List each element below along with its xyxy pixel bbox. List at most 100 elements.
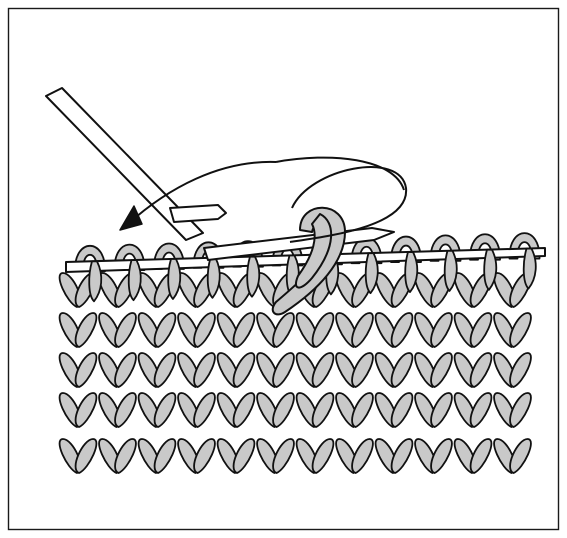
knit-stitch (376, 353, 413, 387)
knit-stitch (297, 313, 334, 347)
knit-stitch (336, 393, 373, 427)
arrow-arc-top (276, 158, 404, 190)
knit-stitch (415, 439, 452, 473)
knit-stitch (139, 439, 176, 473)
loop-front-leg (366, 253, 378, 293)
stitch-leg (471, 439, 492, 473)
stitch-leg (471, 313, 492, 347)
knit-stitch (139, 353, 176, 387)
stitch-leg (313, 313, 334, 347)
arrow-head (120, 206, 142, 230)
stitch-leg (471, 353, 492, 387)
knit-stitch (139, 393, 176, 427)
loop-front-leg (208, 258, 220, 298)
stitch-leg (194, 393, 215, 427)
stitch-leg (510, 313, 531, 347)
loop-front-leg (445, 251, 457, 291)
stitch-leg (352, 393, 373, 427)
knit-stitch (257, 439, 294, 473)
stitch-leg (510, 353, 531, 387)
stitch-leg (234, 439, 255, 473)
stitch-leg (194, 353, 215, 387)
stitch-leg (273, 393, 294, 427)
knit-stitch (99, 353, 136, 387)
stitch-leg (273, 439, 294, 473)
knit-stitch (336, 353, 373, 387)
knit-stitch (415, 313, 452, 347)
stitch-leg (313, 393, 334, 427)
stitch-leg (194, 313, 215, 347)
knit-stitch (60, 313, 97, 347)
stitch-leg (273, 313, 294, 347)
stitch-leg (76, 439, 97, 473)
stitch-leg (234, 393, 255, 427)
stitch-leg (352, 439, 373, 473)
stitch-leg (352, 313, 373, 347)
stitch-leg (431, 393, 452, 427)
knit-stitch (218, 313, 255, 347)
stitch-leg (431, 353, 452, 387)
knit-stitch (297, 393, 334, 427)
stitch-leg (313, 353, 334, 387)
knit-stitch (336, 439, 373, 473)
stitch-leg (392, 393, 413, 427)
knit-stitch (60, 393, 97, 427)
knit-stitch (455, 393, 492, 427)
loop-front-leg (129, 260, 141, 300)
knit-stitch (455, 313, 492, 347)
knit-stitch (494, 313, 531, 347)
stitch-leg (115, 439, 136, 473)
stitch-leg (115, 353, 136, 387)
fabric-row (60, 393, 531, 427)
stitch-leg (273, 353, 294, 387)
fabric-row (60, 439, 531, 473)
knit-stitch (376, 313, 413, 347)
knit-stitch (178, 393, 215, 427)
loop-front-leg (524, 249, 536, 289)
knit-stitch (494, 439, 531, 473)
knit-stitch (494, 353, 531, 387)
knit-stitch (494, 393, 531, 427)
knit-stitch (139, 313, 176, 347)
stitch-leg (115, 393, 136, 427)
knit-stitch (415, 393, 452, 427)
knit-stitch (218, 439, 255, 473)
knit-stitch (257, 393, 294, 427)
stitch-leg (76, 313, 97, 347)
knit-stitch (178, 313, 215, 347)
loop-front-leg (168, 259, 180, 299)
needle-tip-upper (170, 205, 226, 222)
loop-front-leg (247, 257, 259, 297)
stitch-leg (352, 353, 373, 387)
fabric-row (60, 353, 531, 387)
knit-stitch (218, 393, 255, 427)
stitch-leg (313, 439, 334, 473)
knit-stitch (178, 439, 215, 473)
knit-stitch (257, 313, 294, 347)
stitch-leg (155, 439, 176, 473)
stitch-leg (76, 393, 97, 427)
fabric-row (60, 313, 531, 347)
knit-stitch (60, 439, 97, 473)
knit-stitch (415, 353, 452, 387)
loop-front-leg (89, 261, 101, 301)
knit-stitch (257, 353, 294, 387)
stitch-leg (115, 313, 136, 347)
stitch-leg (392, 439, 413, 473)
stitch-leg (155, 393, 176, 427)
knit-stitch (178, 353, 215, 387)
stitch-leg (76, 353, 97, 387)
knit-stitch (99, 313, 136, 347)
stitch-leg (392, 313, 413, 347)
knit-stitch (99, 393, 136, 427)
knit-stitch (297, 353, 334, 387)
stitch-leg (471, 393, 492, 427)
knit-stitch (218, 353, 255, 387)
stitch-leg (431, 313, 452, 347)
knit-stitch (336, 313, 373, 347)
stitch-leg (234, 353, 255, 387)
loop-front-leg (405, 252, 417, 292)
knit-stitch (297, 439, 334, 473)
stitch-leg (510, 393, 531, 427)
